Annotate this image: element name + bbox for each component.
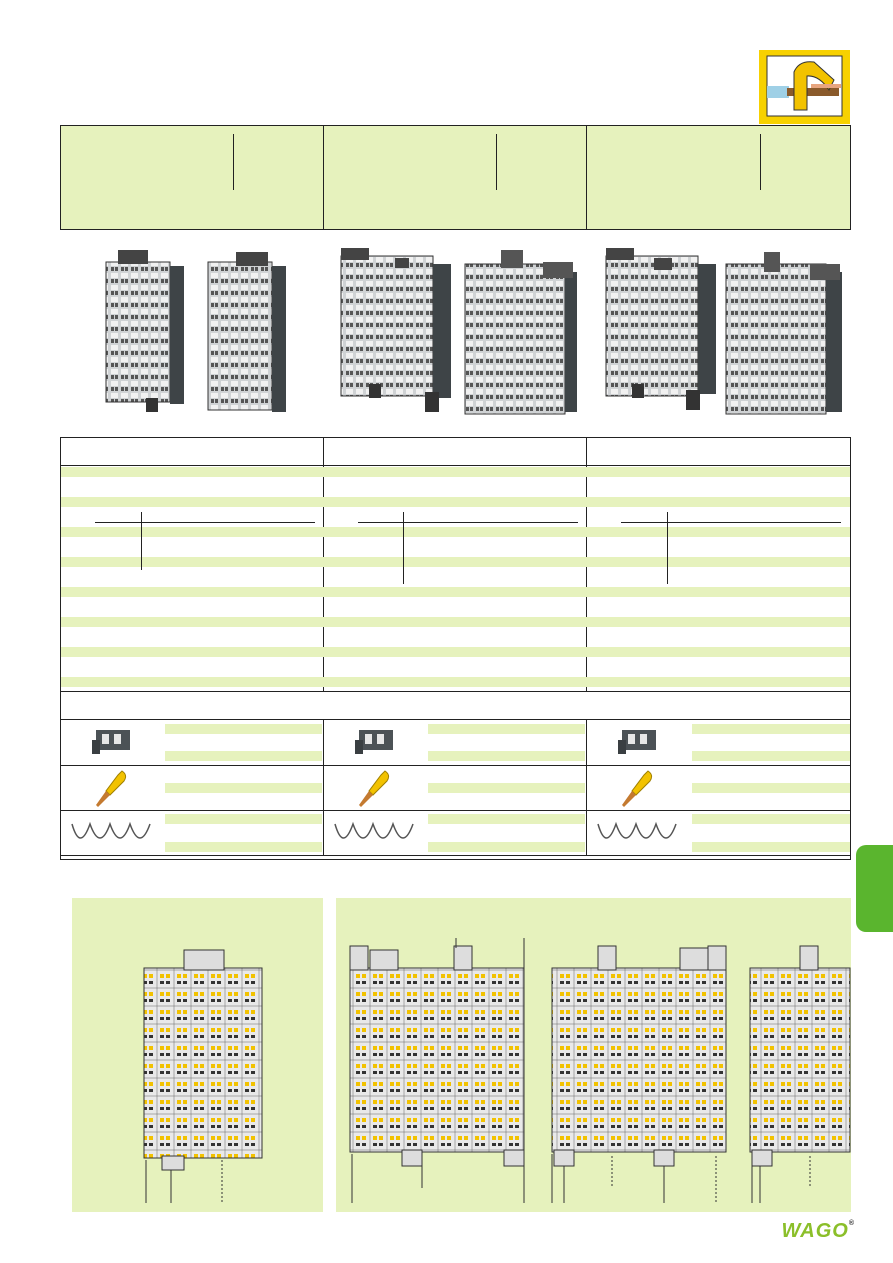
accessory-row <box>428 724 585 734</box>
product-photo <box>340 248 577 415</box>
subheader-rule <box>621 522 841 523</box>
header-marker <box>760 134 761 190</box>
table-row <box>61 467 850 477</box>
product-photo <box>105 250 286 412</box>
accessory-row <box>692 783 850 793</box>
section-rule <box>60 691 851 692</box>
data-table <box>60 437 851 860</box>
column-divider <box>323 125 324 230</box>
accessory-row <box>692 842 850 852</box>
accessory-rule <box>60 855 851 856</box>
accessory-row <box>165 724 322 734</box>
accessory-rule <box>60 765 851 766</box>
section-rule <box>60 719 851 720</box>
jumper-comb-icon <box>92 730 130 754</box>
jumper-comb-icon <box>355 730 393 754</box>
ferrule-icon <box>622 770 653 807</box>
table-row <box>61 497 850 507</box>
subheader-marker <box>141 512 142 570</box>
ferrule-icon <box>359 770 390 807</box>
table-header-rule <box>60 465 851 466</box>
accessory-row <box>165 783 322 793</box>
column-divider <box>323 719 324 855</box>
table-row <box>61 617 850 627</box>
accessory-row <box>165 751 322 761</box>
jumper-comb-icon <box>618 730 656 754</box>
accessory-row <box>428 751 585 761</box>
subheader-marker <box>403 512 404 584</box>
table-row <box>61 647 850 657</box>
table-row <box>61 677 850 687</box>
ferrule-icon <box>96 770 127 807</box>
accessory-rule <box>60 810 851 811</box>
section-tab[interactable] <box>856 845 893 932</box>
column-divider <box>586 125 587 230</box>
accessory-row <box>165 814 322 824</box>
table-row <box>61 587 850 597</box>
accessory-row <box>165 842 322 852</box>
cage-clamp-icon <box>759 50 850 124</box>
jumper-wire-icon <box>71 821 151 839</box>
brand-logo: WAGO® <box>781 1220 855 1242</box>
column-divider <box>586 719 587 855</box>
jumper-wire-icon <box>334 821 414 839</box>
accessory-row <box>428 814 585 824</box>
terminal-block-diagram <box>143 949 263 1203</box>
table-row <box>61 527 850 537</box>
product-photo <box>605 248 842 415</box>
terminal-block-diagram <box>349 938 851 1203</box>
header-marker <box>233 134 234 190</box>
header-table <box>60 125 851 230</box>
accessory-row <box>692 724 850 734</box>
accessory-row <box>428 783 585 793</box>
accessory-row <box>692 814 850 824</box>
accessory-row <box>692 751 850 761</box>
subheader-marker <box>667 512 668 584</box>
accessory-row <box>428 842 585 852</box>
header-marker <box>496 134 497 190</box>
subheader-rule <box>95 522 315 523</box>
jumper-wire-icon <box>597 821 677 839</box>
subheader-rule <box>358 522 578 523</box>
table-row <box>61 557 850 567</box>
